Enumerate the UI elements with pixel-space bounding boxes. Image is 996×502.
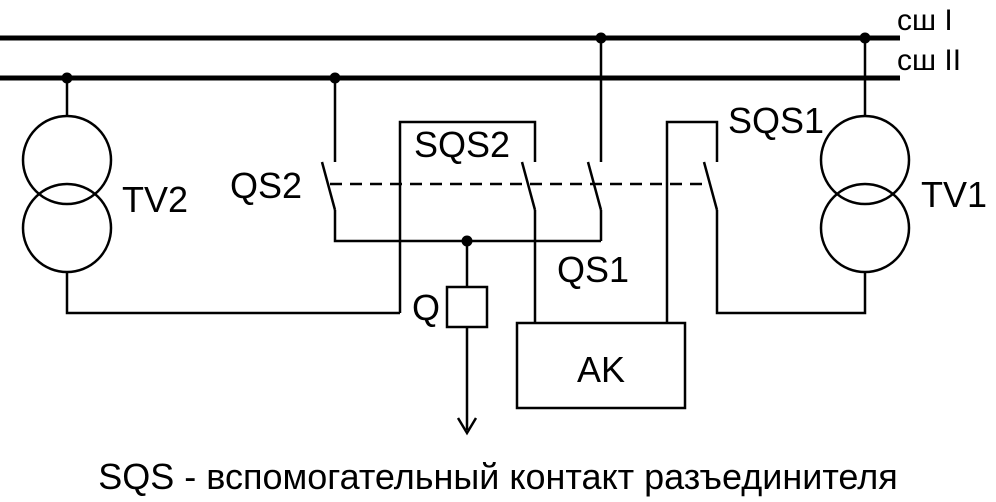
- q-label: Q: [412, 287, 440, 328]
- qs2-disconnector: [320, 78, 601, 243]
- ak-block: [515, 321, 687, 410]
- tv2-transformer: [21, 78, 400, 315]
- qs1-disconnector: [586, 38, 603, 241]
- q-coil: [445, 241, 489, 436]
- sqs2-label: SQS2: [414, 124, 510, 165]
- qs2-label: QS2: [230, 165, 302, 206]
- sqs2-contact: [398, 120, 537, 323]
- busbar-1-label: сш I: [897, 4, 953, 37]
- ak-label: AK: [577, 349, 625, 390]
- tv1-label: TV1: [921, 174, 987, 215]
- qs1-label: QS1: [557, 249, 629, 290]
- tv1-transformer: [819, 38, 911, 274]
- tv2-label: TV2: [122, 179, 188, 220]
- sqs1-contact: [665, 120, 867, 323]
- sqs1-label: SQS1: [728, 100, 824, 141]
- diagram-caption: SQS - вспомогательный контакт разъединит…: [98, 456, 898, 497]
- busbar-2-label: сш II: [897, 44, 961, 77]
